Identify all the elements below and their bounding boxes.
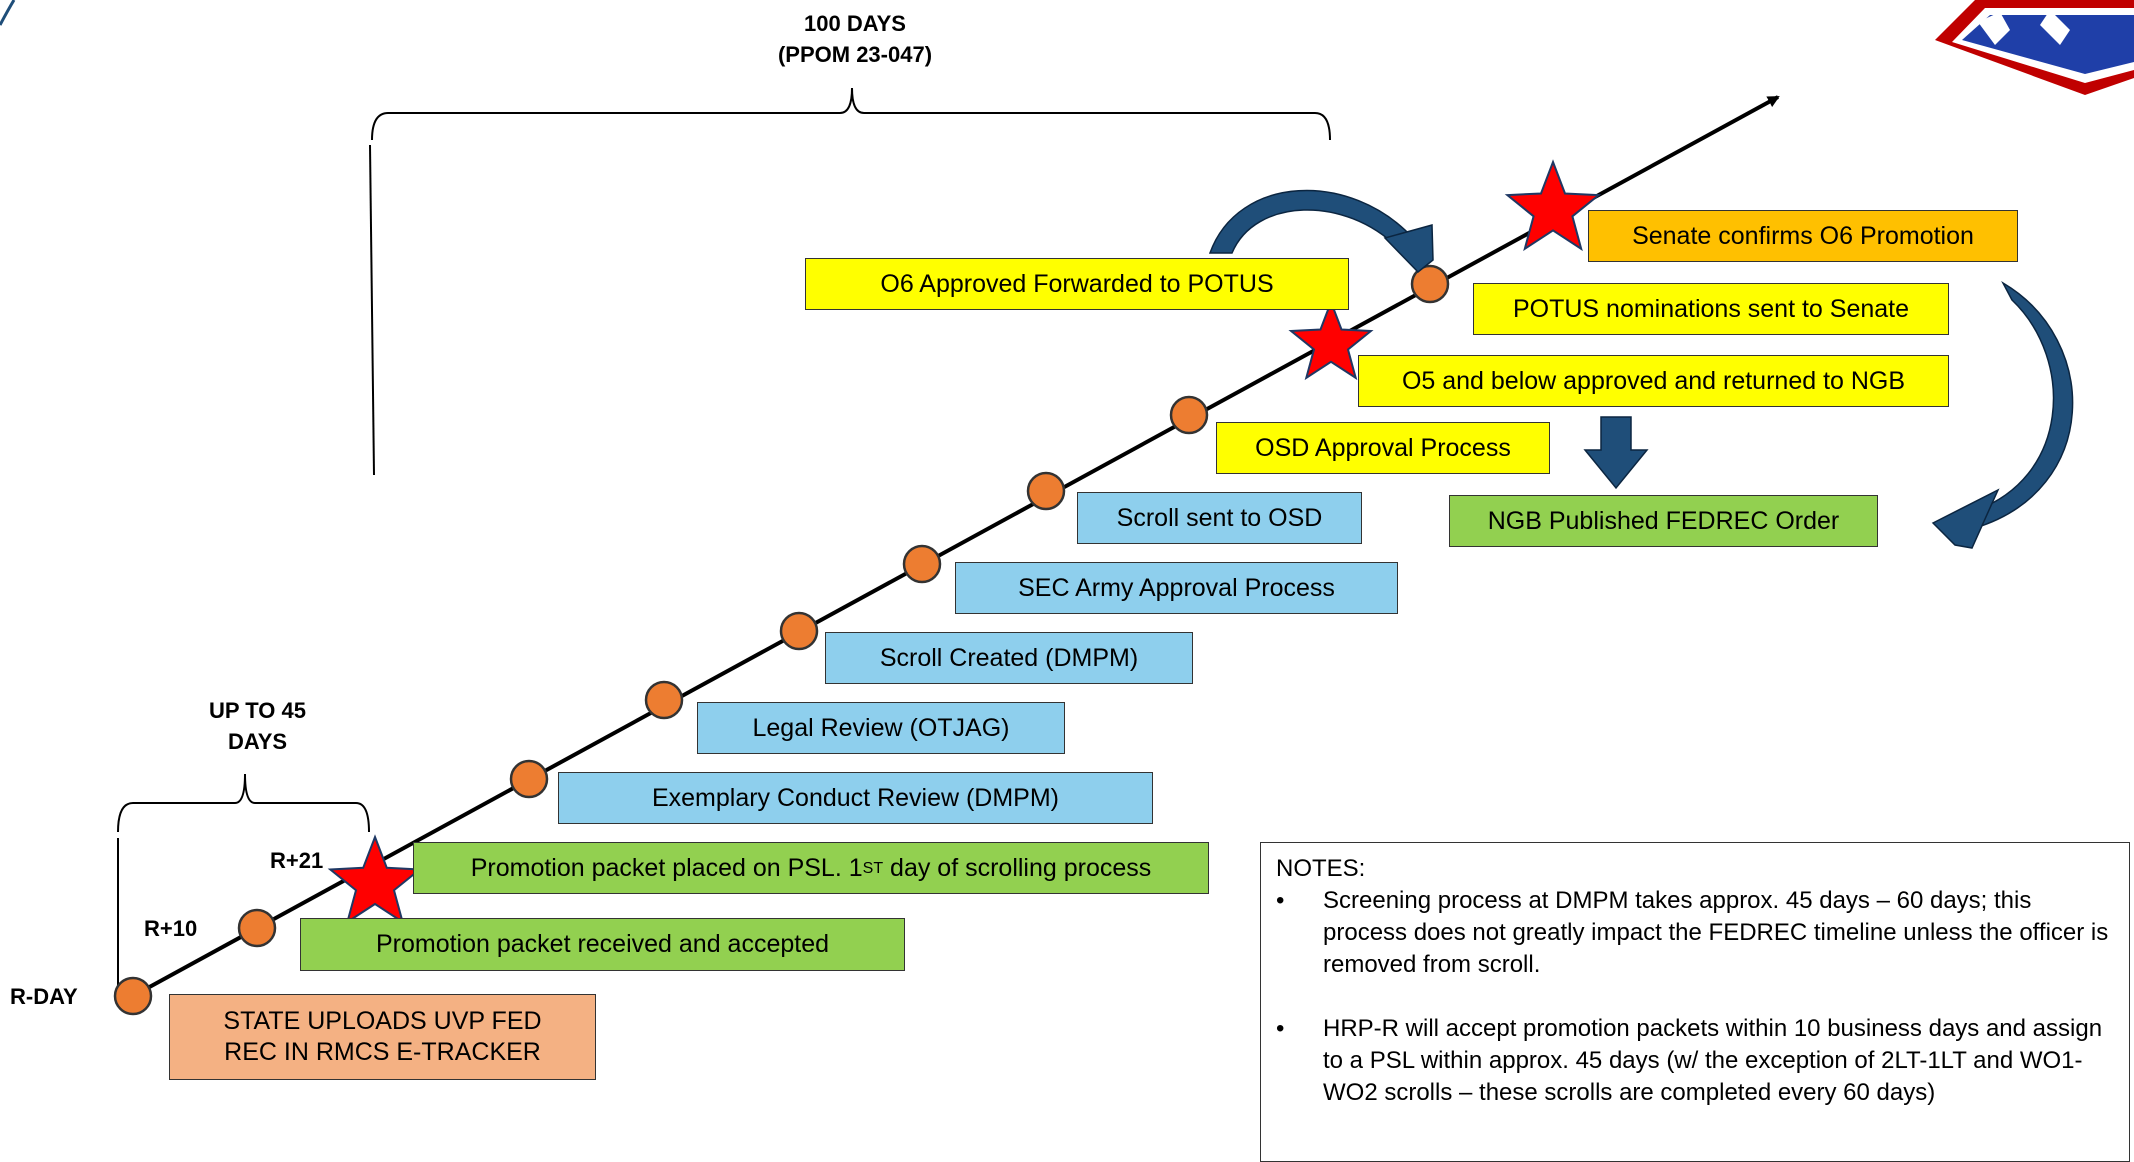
top-bracket-label-line2: (PPOM 23-047)	[777, 42, 933, 67]
bottom-bracket-label-line2: DAYS	[227, 729, 288, 754]
milestone-dot	[779, 611, 819, 651]
milestone-dot	[113, 976, 153, 1016]
step-packet-on-psl-sup: ST	[862, 859, 884, 877]
milestone-dot	[1410, 264, 1450, 304]
top-bracket-drop	[369, 144, 375, 476]
milestone-dot	[644, 680, 684, 720]
corner-mark	[0, 0, 16, 26]
step-scroll-osd: Scroll sent to OSD	[1077, 492, 1362, 544]
milestone-dot	[1026, 471, 1066, 511]
step-packet-on-psl-suffix: day of scrolling process	[883, 853, 1152, 882]
step-senate-confirms: Senate confirms O6 Promotion	[1588, 210, 2018, 262]
step-o5-approved: O5 and below approved and returned to NG…	[1358, 355, 1949, 407]
notes-heading: NOTES:	[1276, 855, 1366, 882]
curved-arrow	[1208, 189, 1434, 274]
bottom-bracket-label-line1: UP TO 45	[208, 698, 306, 723]
timeline-arrow	[132, 95, 1780, 998]
step-legal-review: Legal Review (OTJAG)	[697, 702, 1065, 754]
step-scroll-created: Scroll Created (DMPM)	[825, 632, 1193, 684]
unit-logo	[1935, 0, 2134, 95]
step-packet-on-psl-text: Promotion packet placed on PSL. 1	[470, 853, 863, 882]
milestone-star	[1288, 299, 1374, 381]
step-osd-approval: OSD Approval Process	[1216, 422, 1550, 474]
top-bracket	[371, 87, 1331, 141]
bottom-bracket-label: UP TO 45 DAYS	[150, 695, 365, 757]
step-o6-forwarded: O6 Approved Forwarded to POTUS	[805, 258, 1349, 310]
notes-list: Screening process at DMPM takes approx. …	[1276, 885, 2109, 1109]
milestone-dot	[1169, 395, 1209, 435]
step-sec-army: SEC Army Approval Process	[955, 562, 1398, 614]
notes-box: NOTES: Screening process at DMPM takes a…	[1260, 842, 2130, 1162]
step-potus-nominations: POTUS nominations sent to Senate	[1473, 283, 1949, 335]
milestone-dot	[509, 759, 549, 799]
down-arrow	[1583, 416, 1649, 490]
step-packet-received: Promotion packet received and accepted	[300, 918, 905, 971]
milestone-star	[327, 834, 423, 925]
step-ngb-fedrec: NGB Published FEDREC Order	[1449, 495, 1878, 547]
r10-label: R+10	[144, 916, 198, 941]
step-exemplary-review: Exemplary Conduct Review (DMPM)	[558, 772, 1153, 824]
milestone-dot	[902, 544, 942, 584]
note-item: Screening process at DMPM takes approx. …	[1276, 885, 2109, 981]
bottom-bracket	[117, 773, 370, 833]
r21-label: R+21	[270, 848, 324, 873]
curved-arrow	[1931, 281, 2074, 549]
note-item: HRP-R will accept promotion packets with…	[1276, 1013, 2109, 1109]
milestone-dot	[237, 908, 277, 948]
top-bracket-label: 100 DAYS (PPOM 23-047)	[715, 8, 995, 70]
milestone-star	[1504, 159, 1602, 252]
top-bracket-label-line1: 100 DAYS	[804, 11, 906, 36]
r-day-label: R-DAY	[10, 984, 78, 1009]
step-state-upload: STATE UPLOADS UVP FED REC IN RMCS E-TRAC…	[169, 994, 596, 1080]
